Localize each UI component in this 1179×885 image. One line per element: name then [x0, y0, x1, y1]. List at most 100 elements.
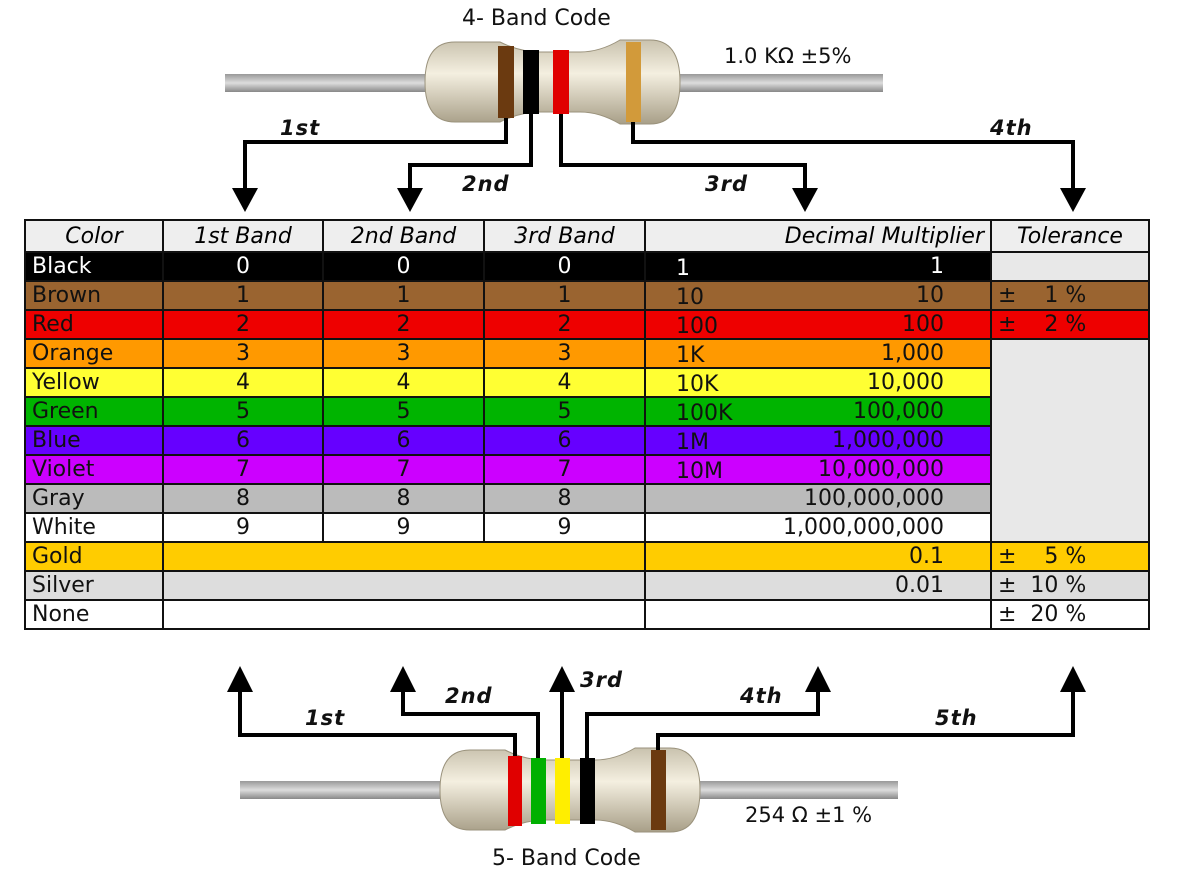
band-3-digit: 5 [483, 396, 646, 427]
table-row-silver: Silver 0.01 ± 10 % [24, 570, 1150, 601]
color-name: Black [24, 251, 164, 282]
multiplier [644, 599, 992, 630]
multiplier: 10 10 [644, 280, 992, 311]
color-name: White [24, 512, 164, 543]
multiplier-value: 10 [916, 283, 944, 308]
tolerance [990, 368, 1150, 397]
multiplier-short: 10 [676, 285, 704, 310]
color-name: Violet [24, 454, 164, 485]
color-name: Red [24, 309, 164, 340]
multiplier-value: 1,000 [881, 341, 944, 366]
multiplier-short: 10K [676, 372, 719, 397]
top-band-3 [553, 50, 569, 114]
top-label-1st: 1st [280, 116, 321, 140]
multiplier-value: 1 [930, 254, 944, 279]
multiplier-value: 0.01 [895, 573, 944, 598]
bottom-band-4 [580, 758, 595, 824]
multiplier-value: 1,000,000,000 [783, 515, 944, 540]
bottom-label-2nd: 2nd [445, 684, 493, 708]
band-2-digit: 3 [322, 338, 485, 369]
bottom-band-3 [555, 758, 570, 824]
header-multiplier: Decimal Multiplier [644, 219, 992, 253]
tolerance: ± 20 % [990, 599, 1150, 630]
bottom-label-3rd: 3rd [580, 668, 624, 692]
multiplier-value: 1,000,000 [832, 428, 944, 453]
five-band-value: 254 Ω ±1 % [745, 803, 873, 827]
color-name: Yellow [24, 367, 164, 398]
multiplier: 1M 1,000,000 [644, 425, 992, 456]
top-band-2 [523, 50, 539, 114]
multiplier-value: 10,000 [867, 370, 944, 395]
band-3-digit: 2 [483, 309, 646, 340]
five-band-title: 5- Band Code [492, 846, 641, 871]
bottom-band-5 [651, 750, 666, 830]
bottom-band-1 [508, 756, 522, 826]
band-3-digit: 8 [483, 483, 646, 514]
top-label-4th: 4th [990, 116, 1033, 140]
band-3-digit: 3 [483, 338, 646, 369]
header-3rd-band: 3rd Band [483, 219, 646, 253]
multiplier-short: 1M [676, 430, 709, 455]
multiplier: 1K 1,000 [644, 338, 992, 369]
header-2nd-band: 2nd Band [322, 219, 485, 253]
bottom-arrows [227, 666, 1086, 758]
top-label-2nd: 2nd [462, 172, 510, 196]
bottom-band-2 [531, 758, 546, 824]
tolerance: ± 1 % [990, 280, 1150, 311]
tolerance: ± 10 % [990, 570, 1150, 601]
tolerance [990, 484, 1150, 513]
band-1-digit: 7 [162, 454, 324, 485]
band-3-digit: 4 [483, 367, 646, 398]
multiplier: 10K 10,000 [644, 367, 992, 398]
band-3-digit: 7 [483, 454, 646, 485]
band-1-digit: 9 [162, 512, 324, 543]
band-2-digit: 2 [322, 309, 485, 340]
multiplier-value: 10,000,000 [818, 457, 944, 482]
header-1st-band: 1st Band [162, 219, 324, 253]
color-name: Blue [24, 425, 164, 456]
tolerance [990, 513, 1150, 543]
multiplier-short: 100K [676, 401, 733, 426]
color-name: Brown [24, 280, 164, 311]
bottom-label-4th: 4th [740, 684, 783, 708]
multiplier-short: 1K [676, 343, 705, 368]
band-1-digit: 5 [162, 396, 324, 427]
top-arrows [232, 114, 1086, 212]
color-name: Silver [24, 570, 164, 601]
tolerance [990, 397, 1150, 426]
multiplier-short: 1 [676, 256, 690, 281]
band-3-digit: 0 [483, 251, 646, 282]
bottom-resistor [240, 747, 898, 833]
table-row-none: None± 20 % [24, 599, 1150, 630]
multiplier-short: 100 [676, 314, 718, 339]
band-1-digit: 8 [162, 483, 324, 514]
band-digits-empty [162, 570, 646, 601]
tolerance [990, 339, 1150, 368]
tolerance: ± 5 % [990, 541, 1150, 572]
multiplier-value: 100,000,000 [804, 486, 944, 511]
four-band-value: 1.0 KΩ ±5% [724, 44, 852, 68]
band-3-digit: 9 [483, 512, 646, 543]
top-resistor [225, 39, 883, 125]
band-1-digit: 0 [162, 251, 324, 282]
header-tolerance: Tolerance [990, 219, 1150, 253]
bottom-label-5th: 5th [935, 706, 978, 730]
multiplier: 0.1 [644, 541, 992, 572]
color-code-table: Color 1st Band 2nd Band 3rd Band Decimal… [24, 219, 1150, 630]
header-color: Color [24, 219, 164, 253]
multiplier: 0.01 [644, 570, 992, 601]
four-band-title: 4- Band Code [462, 6, 611, 31]
band-3-digit: 1 [483, 280, 646, 311]
band-2-digit: 9 [322, 512, 485, 543]
color-name: Gold [24, 541, 164, 572]
tolerance [990, 426, 1150, 455]
